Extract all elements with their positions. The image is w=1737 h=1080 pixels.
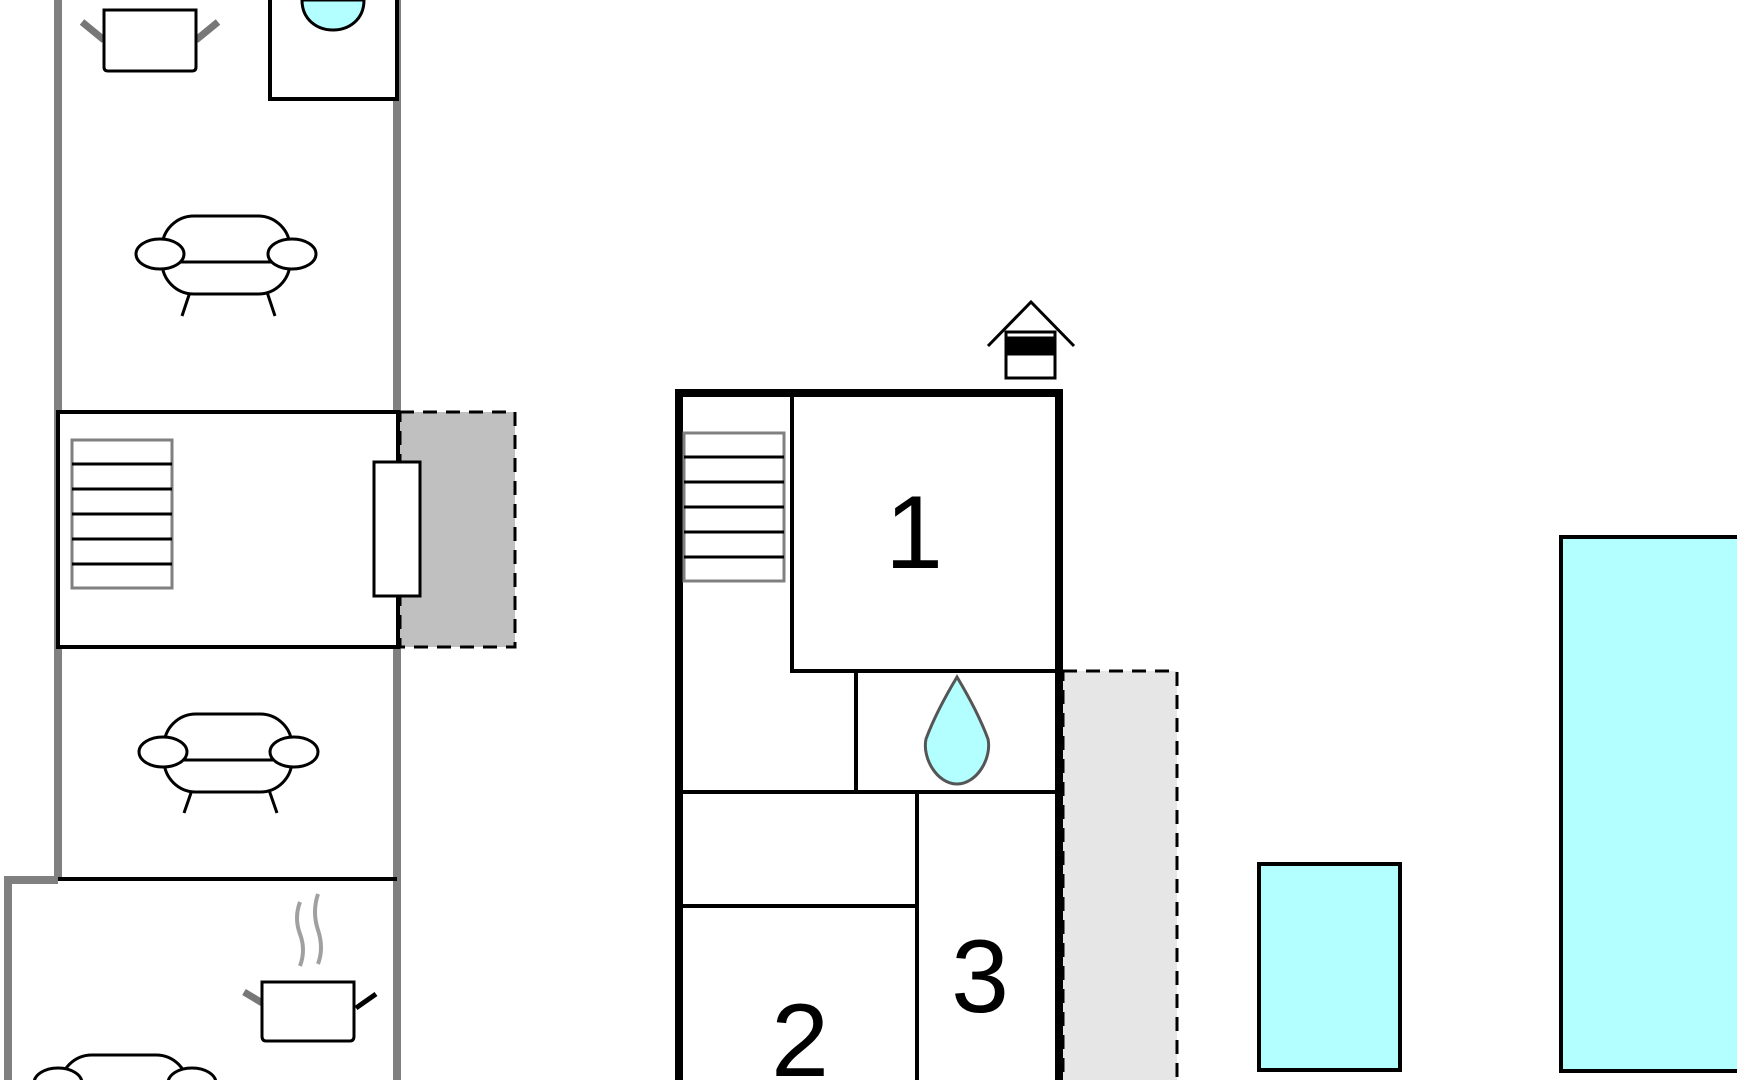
pot-icon (79, 8, 221, 73)
room-label-1: 1 (885, 475, 943, 591)
bath-drop-icon (923, 674, 991, 786)
pool-small (1257, 862, 1402, 1072)
stairs-icon (682, 431, 786, 583)
sofa-icon (137, 712, 320, 814)
room-label-2: 2 (771, 983, 829, 1080)
left-plan (4, 0, 517, 1080)
center-interior-walls (683, 397, 1055, 1080)
pool-large (1559, 535, 1737, 1073)
sofa-icon (32, 1053, 218, 1080)
bath-drop-icon (268, 0, 399, 101)
center-plan: 1 2 3 (675, 299, 1179, 1080)
sofa-icon (134, 214, 318, 317)
well-icon (986, 299, 1076, 380)
pot-icon (242, 893, 378, 1043)
door-icon (372, 460, 422, 598)
room-label-3: 3 (951, 919, 1009, 1035)
stair-room (56, 410, 517, 649)
terrace-area (1061, 669, 1179, 1080)
